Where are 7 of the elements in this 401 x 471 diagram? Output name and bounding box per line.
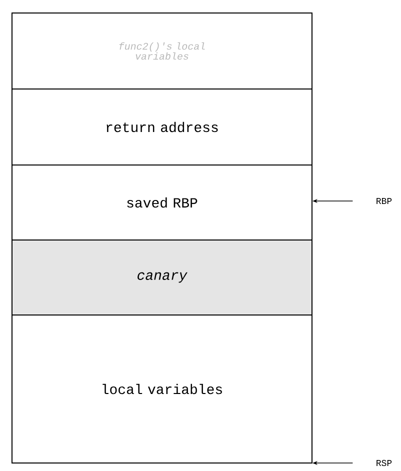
register-label: RBP [376,198,392,204]
stack-frame-box: func2()'s local variables [12,12,312,90]
stack-slot-box: return address [12,88,312,166]
stack-slot-box: saved RBP [12,164,312,240]
register-label: RSP [376,460,392,466]
stack-slot-box: local variables [12,314,312,464]
canary-box: canary [12,240,312,316]
